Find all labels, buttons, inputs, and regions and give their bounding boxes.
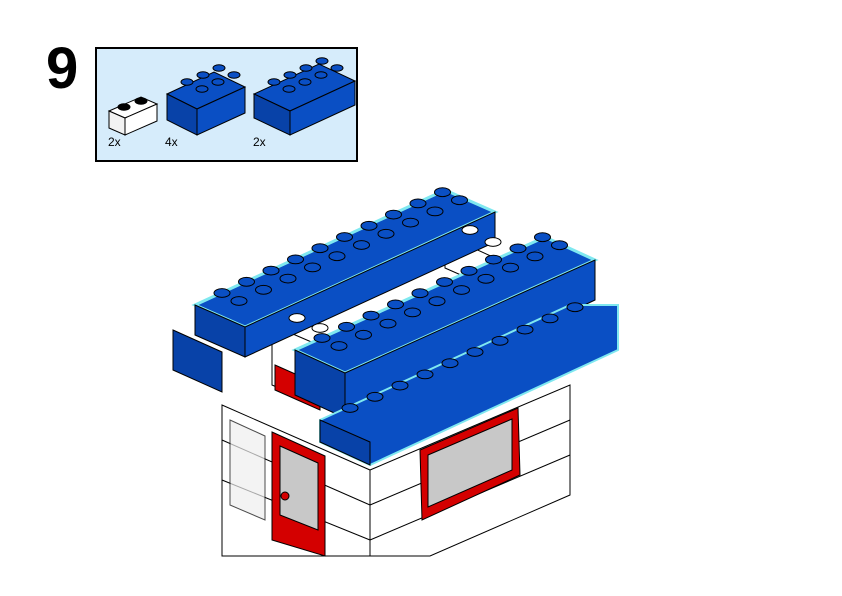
blue-brick-2x4-icon — [252, 63, 357, 136]
stud — [391, 380, 409, 391]
stud — [238, 276, 255, 287]
stud — [409, 198, 427, 209]
stud — [366, 391, 384, 402]
stud — [304, 262, 321, 273]
stud — [298, 78, 312, 86]
stud — [416, 369, 434, 380]
part-quantity: 2x — [108, 135, 121, 149]
stud — [355, 329, 372, 340]
stud — [402, 217, 419, 228]
stud — [311, 243, 329, 254]
stud — [230, 296, 248, 306]
stud — [485, 254, 502, 265]
stud — [211, 78, 225, 86]
stud — [212, 64, 226, 72]
stud — [287, 254, 304, 265]
stud — [341, 403, 359, 413]
stud — [283, 71, 297, 79]
stud — [379, 318, 397, 329]
stud — [551, 240, 568, 251]
parts-illustration — [107, 57, 357, 136]
stud — [526, 251, 544, 262]
stud — [330, 341, 348, 351]
stud — [330, 64, 344, 72]
stud — [387, 299, 404, 310]
stud — [426, 206, 444, 217]
stud — [299, 64, 313, 72]
step-number: 9 — [46, 36, 79, 101]
part-quantity: 4x — [165, 135, 178, 149]
stud — [477, 273, 495, 284]
stud — [328, 251, 346, 262]
stud — [516, 324, 534, 335]
stud — [315, 57, 329, 65]
door — [271, 431, 326, 557]
stud — [180, 78, 194, 86]
part-quantity: 2x — [253, 135, 266, 149]
stud — [288, 313, 306, 323]
stud — [566, 302, 584, 313]
stud — [213, 288, 231, 298]
stud — [461, 225, 479, 235]
stud — [362, 310, 380, 321]
stud — [428, 296, 446, 307]
stud — [377, 228, 395, 239]
stud — [262, 265, 280, 276]
stud — [227, 71, 241, 79]
window — [419, 407, 521, 521]
stud — [353, 240, 370, 250]
stud — [509, 243, 527, 254]
stud — [484, 237, 502, 247]
stud — [411, 288, 429, 299]
stud — [534, 232, 551, 243]
stud — [451, 195, 468, 206]
stud — [491, 335, 509, 346]
parts-list-callout: 2x 4x 2x — [95, 47, 358, 162]
white-brick-1x2-icon — [107, 96, 159, 136]
stud — [196, 71, 210, 79]
stud — [541, 313, 559, 324]
stud — [336, 232, 353, 242]
stud — [195, 85, 209, 93]
studs — [213, 187, 584, 413]
stud — [267, 78, 281, 86]
stud — [360, 220, 378, 231]
stud — [338, 321, 355, 332]
stud — [466, 347, 484, 357]
stud — [282, 85, 296, 93]
stud — [311, 323, 329, 333]
stud — [279, 273, 297, 284]
stud — [385, 209, 402, 220]
stud — [441, 358, 459, 369]
stud — [460, 265, 478, 276]
stud — [404, 307, 421, 318]
stud — [436, 277, 453, 287]
stud — [502, 262, 519, 273]
stud — [255, 284, 272, 295]
stud — [434, 187, 451, 198]
stud — [313, 333, 331, 343]
stud — [314, 71, 328, 79]
stud — [453, 285, 470, 295]
